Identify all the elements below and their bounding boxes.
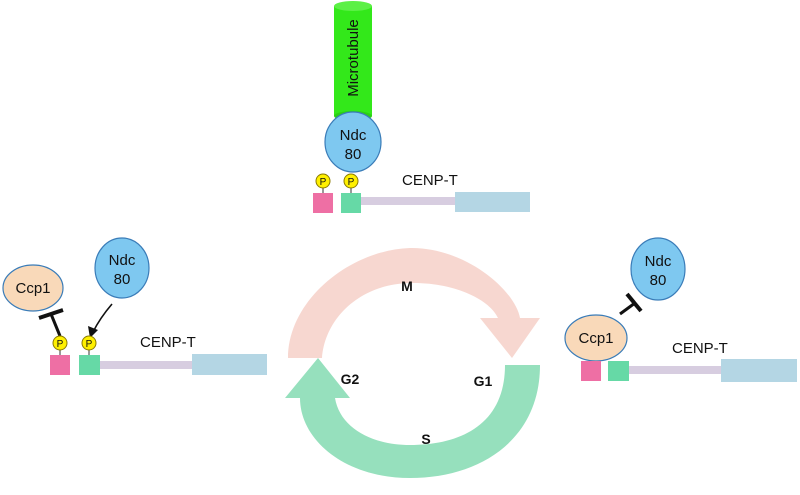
inhibition-icon [619, 292, 643, 316]
phase-label-g1: G1 [474, 373, 493, 389]
cenp-t-top-label: CENP-T [402, 172, 458, 189]
cell-cycle-wheel: M G1 S G2 [285, 247, 540, 478]
ccp1-right: Ccp1 [564, 314, 628, 362]
arrow-icon [88, 303, 113, 338]
s-phase-arrow [285, 358, 540, 478]
cenp-t-left: P P CENP-T [50, 334, 267, 375]
cenp-t-right: CENP-T [581, 340, 797, 382]
svg-text:P: P [86, 339, 93, 350]
phospho-icon: P [343, 173, 359, 189]
phospho-icon: P [52, 335, 68, 351]
ndc80-top-label-line2: 80 [345, 146, 362, 163]
microtubule: Microtubule [334, 1, 372, 121]
ccp1-left-label: Ccp1 [15, 280, 50, 297]
phase-label-g2: G2 [341, 371, 360, 387]
phospho-icon: P [81, 335, 97, 351]
ndc80-right-label-line1: Ndc [645, 253, 672, 270]
phase-label-m: M [401, 278, 413, 294]
cenp-t-top: P P CENP-T [313, 172, 530, 213]
phase-label-s: S [421, 431, 430, 447]
m-phase-arrow [288, 247, 540, 358]
ndc80-left-label-line1: Ndc [109, 252, 136, 269]
ndc80-left-label-line2: 80 [114, 271, 131, 288]
phospho-icon: P [315, 173, 331, 189]
ccp1-left: Ccp1 [2, 264, 64, 312]
svg-text:P: P [320, 177, 327, 188]
cenp-t-left-label: CENP-T [140, 334, 196, 351]
cenp-t-right-label: CENP-T [672, 340, 728, 357]
ndc80-top: Ndc 80 [324, 111, 382, 173]
microtubule-label: Microtubule [345, 19, 362, 97]
left-kinetochore-complex: Ccp1 Ndc 80 P [2, 237, 267, 375]
ndc80-top-label-line1: Ndc [340, 127, 367, 144]
svg-text:P: P [57, 339, 64, 350]
inhibition-icon [38, 308, 64, 337]
right-kinetochore-complex: Ndc 80 Ccp1 CENP-T [564, 237, 797, 382]
ndc80-right: Ndc 80 [630, 237, 686, 301]
ndc80-left: Ndc 80 [94, 237, 150, 299]
ndc80-right-label-line2: 80 [650, 272, 667, 289]
svg-text:P: P [348, 177, 355, 188]
top-kinetochore-complex: Microtubule Ndc 80 P P CENP-T [313, 1, 530, 213]
ccp1-right-label: Ccp1 [578, 330, 613, 347]
